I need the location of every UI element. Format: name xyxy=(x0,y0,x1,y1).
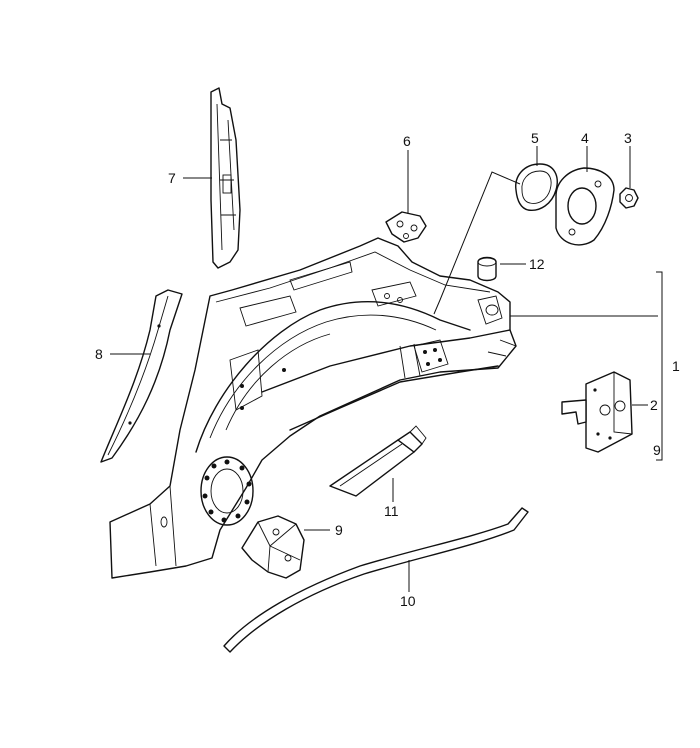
callout-9-lower: 9 xyxy=(335,522,343,538)
callout-3: 3 xyxy=(624,130,632,146)
callout-10: 10 xyxy=(400,593,416,609)
callout-12: 12 xyxy=(529,256,545,272)
part-9-lower-bracket xyxy=(241,515,305,579)
callout-labels: 1 2 3 4 5 6 7 8 9 9 10 11 12 xyxy=(95,130,680,609)
part-7-pillar-reinforcement xyxy=(210,87,241,269)
leader-lines xyxy=(110,146,663,592)
callout-5: 5 xyxy=(531,130,539,146)
part-2-bracket-plate xyxy=(561,371,633,453)
callout-9-right: 9 xyxy=(653,442,661,458)
part-12-grommet xyxy=(477,256,497,282)
callout-6: 6 xyxy=(403,133,411,149)
callout-1: 1 xyxy=(672,358,680,374)
callout-2: 2 xyxy=(650,397,658,413)
callout-4: 4 xyxy=(581,130,589,146)
part-10-sealing-strip xyxy=(223,507,529,653)
part-5-gasket xyxy=(515,163,558,211)
part-8-pillar-trim xyxy=(100,289,183,463)
callout-7: 7 xyxy=(168,170,176,186)
callout-11: 11 xyxy=(384,503,399,519)
part-3-nut xyxy=(619,187,639,209)
part-4-flange-plate xyxy=(555,167,615,246)
part-6-bracket xyxy=(385,211,427,243)
part-1-side-panel xyxy=(109,237,517,579)
callout-8: 8 xyxy=(95,346,103,362)
part-11-sealant-tube xyxy=(329,425,427,497)
